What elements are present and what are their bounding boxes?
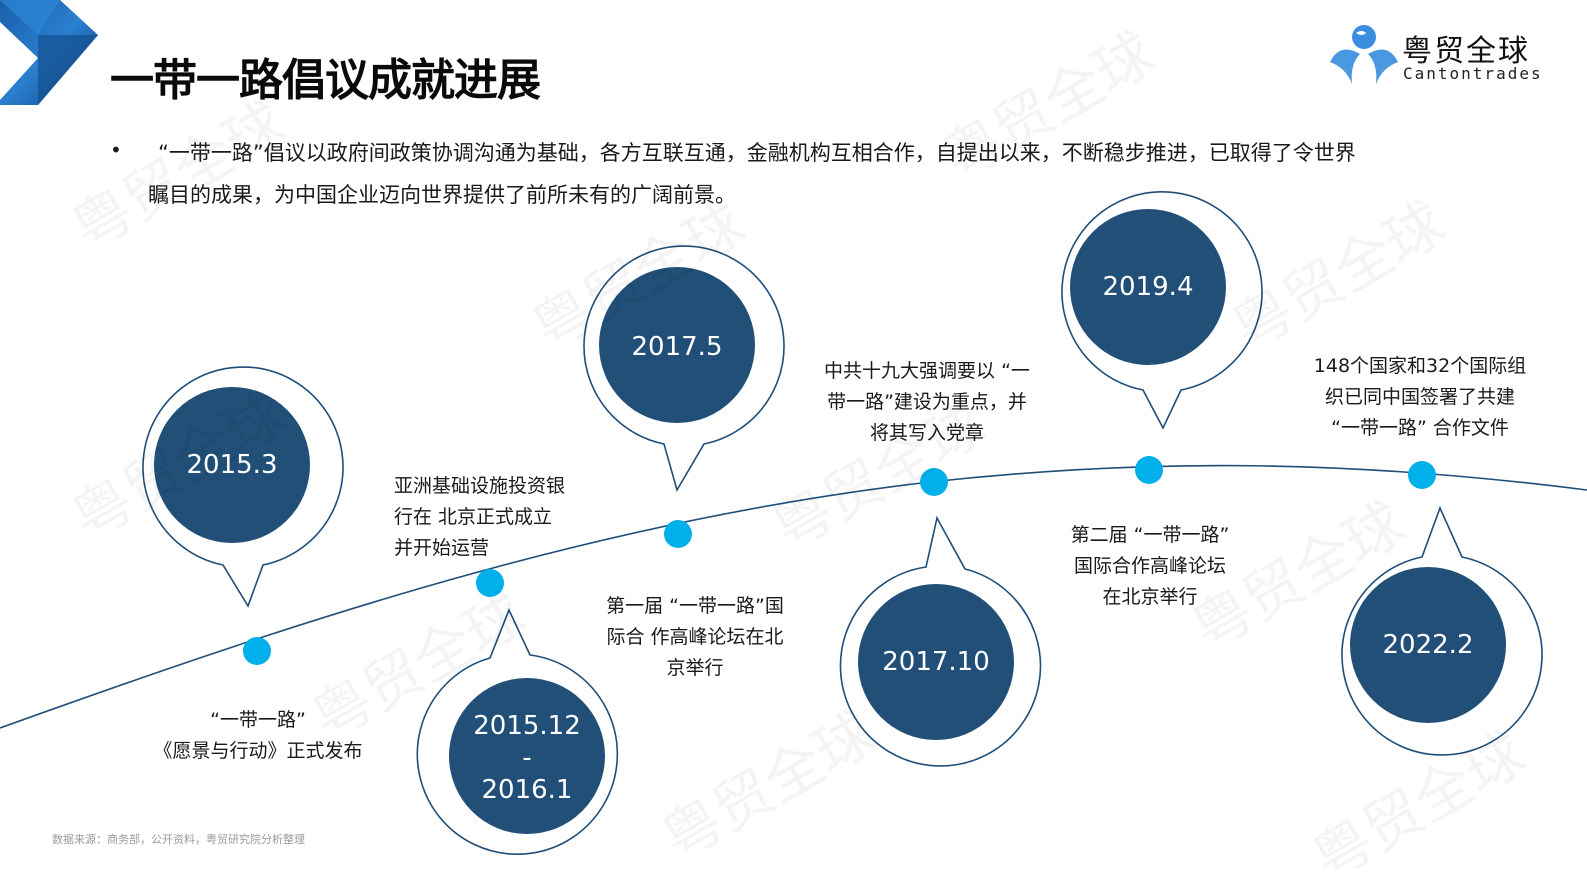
intro-paragraph: “一带一路”倡议以政府间政策协调沟通为基础，各方互联互通，金融机构互相合作，自提… — [148, 132, 1508, 216]
timeline-dot — [243, 637, 271, 665]
event-date: 2019.4 — [1102, 272, 1194, 302]
brand-name-en: Cantontrades — [1403, 64, 1543, 83]
event-date: 2015.12 - 2016.1 — [473, 711, 581, 805]
timeline-dot — [920, 468, 948, 496]
event-description: “一带一路” 《愿景与行动》正式发布 — [153, 709, 363, 762]
brand-name-cn: 粤贸全球 — [1402, 34, 1530, 69]
event-description: 第二届 “一带一路” 国际合作高峰论坛 在北京举行 — [1070, 524, 1230, 608]
event-description: 148个国家和32个国际组 织已同中国签署了共建 “一带一路” 合作文件 — [1313, 355, 1527, 439]
timeline-dot — [1408, 461, 1436, 489]
intro-line: 瞩目的成果，为中国企业迈向世界提供了前所未有的广阔前景。 — [148, 183, 736, 207]
bullet-icon: • — [110, 138, 122, 162]
event-date: 2015.3 — [186, 450, 278, 480]
event-date: 2022.2 — [1382, 630, 1474, 660]
event-description: 亚洲基础设施投资银 行在 北京正式成立 并开始运营 — [394, 475, 566, 559]
timeline-dot — [476, 569, 504, 597]
chevron-decoration-icon — [0, 0, 98, 105]
event-date: 2017.5 — [631, 332, 723, 362]
timeline-dot — [664, 520, 692, 548]
timeline-dot — [1135, 456, 1163, 484]
data-source-note: 数据来源：商务部，公开资料，粤贸研究院分析整理 — [52, 833, 305, 846]
brand-logo-icon — [1330, 25, 1398, 84]
event-date: 2017.10 — [882, 647, 990, 677]
event-description: 中共十九大强调要以 “一 带一路”建设为重点，并 将其写入党章 — [824, 360, 1030, 444]
page-title: 一带一路倡议成就进展 — [110, 55, 541, 106]
event-description: 第一届 “一带一路”国 际合 作高峰论坛在北 京举行 — [606, 595, 784, 679]
intro-line: “一带一路”倡议以政府间政策协调沟通为基础，各方互联互通，金融机构互相合作，自提… — [158, 141, 1356, 165]
